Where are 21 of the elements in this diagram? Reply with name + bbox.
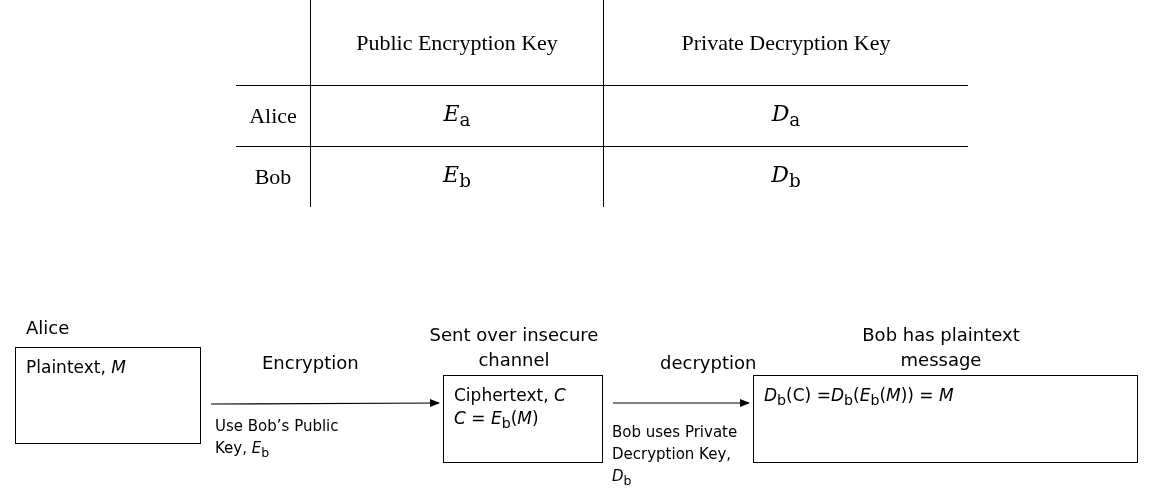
arrow [612,399,750,407]
column-header: Private Decryption Key [681,29,891,55]
box-text: Plaintext, M [26,356,127,379]
table-cell: D$_{b}$ [771,162,801,188]
table-cell: E$_{a}$ [443,101,471,127]
table-cell: E$_{b}$ [443,162,471,188]
column-header: Public Encryption Key [356,29,558,55]
box-text: Ciphertext, C [454,384,567,407]
row-header: Bob [254,164,292,189]
heading: Bob has plaintext message [861,322,1021,372]
arrow [210,399,440,408]
note: Bob uses Private Decryption Key, D$_{b}$ [612,422,739,489]
edge-label: decryption [660,352,757,373]
box-text: C = E$_{b}$(M) [454,406,540,434]
box-text: D$_{b}$(C) =D$_{b}$(E$_{b}$(M)) = M [764,384,955,411]
table-cell: D$_{a}$ [771,101,801,127]
row-header: Alice [249,103,297,128]
heading: Sent over insecure channel [429,322,599,372]
edge-label: Encryption [262,352,359,373]
note: Use Bob’s Public Key, E$_{b}$ [215,416,340,462]
heading: Alice [26,315,71,340]
